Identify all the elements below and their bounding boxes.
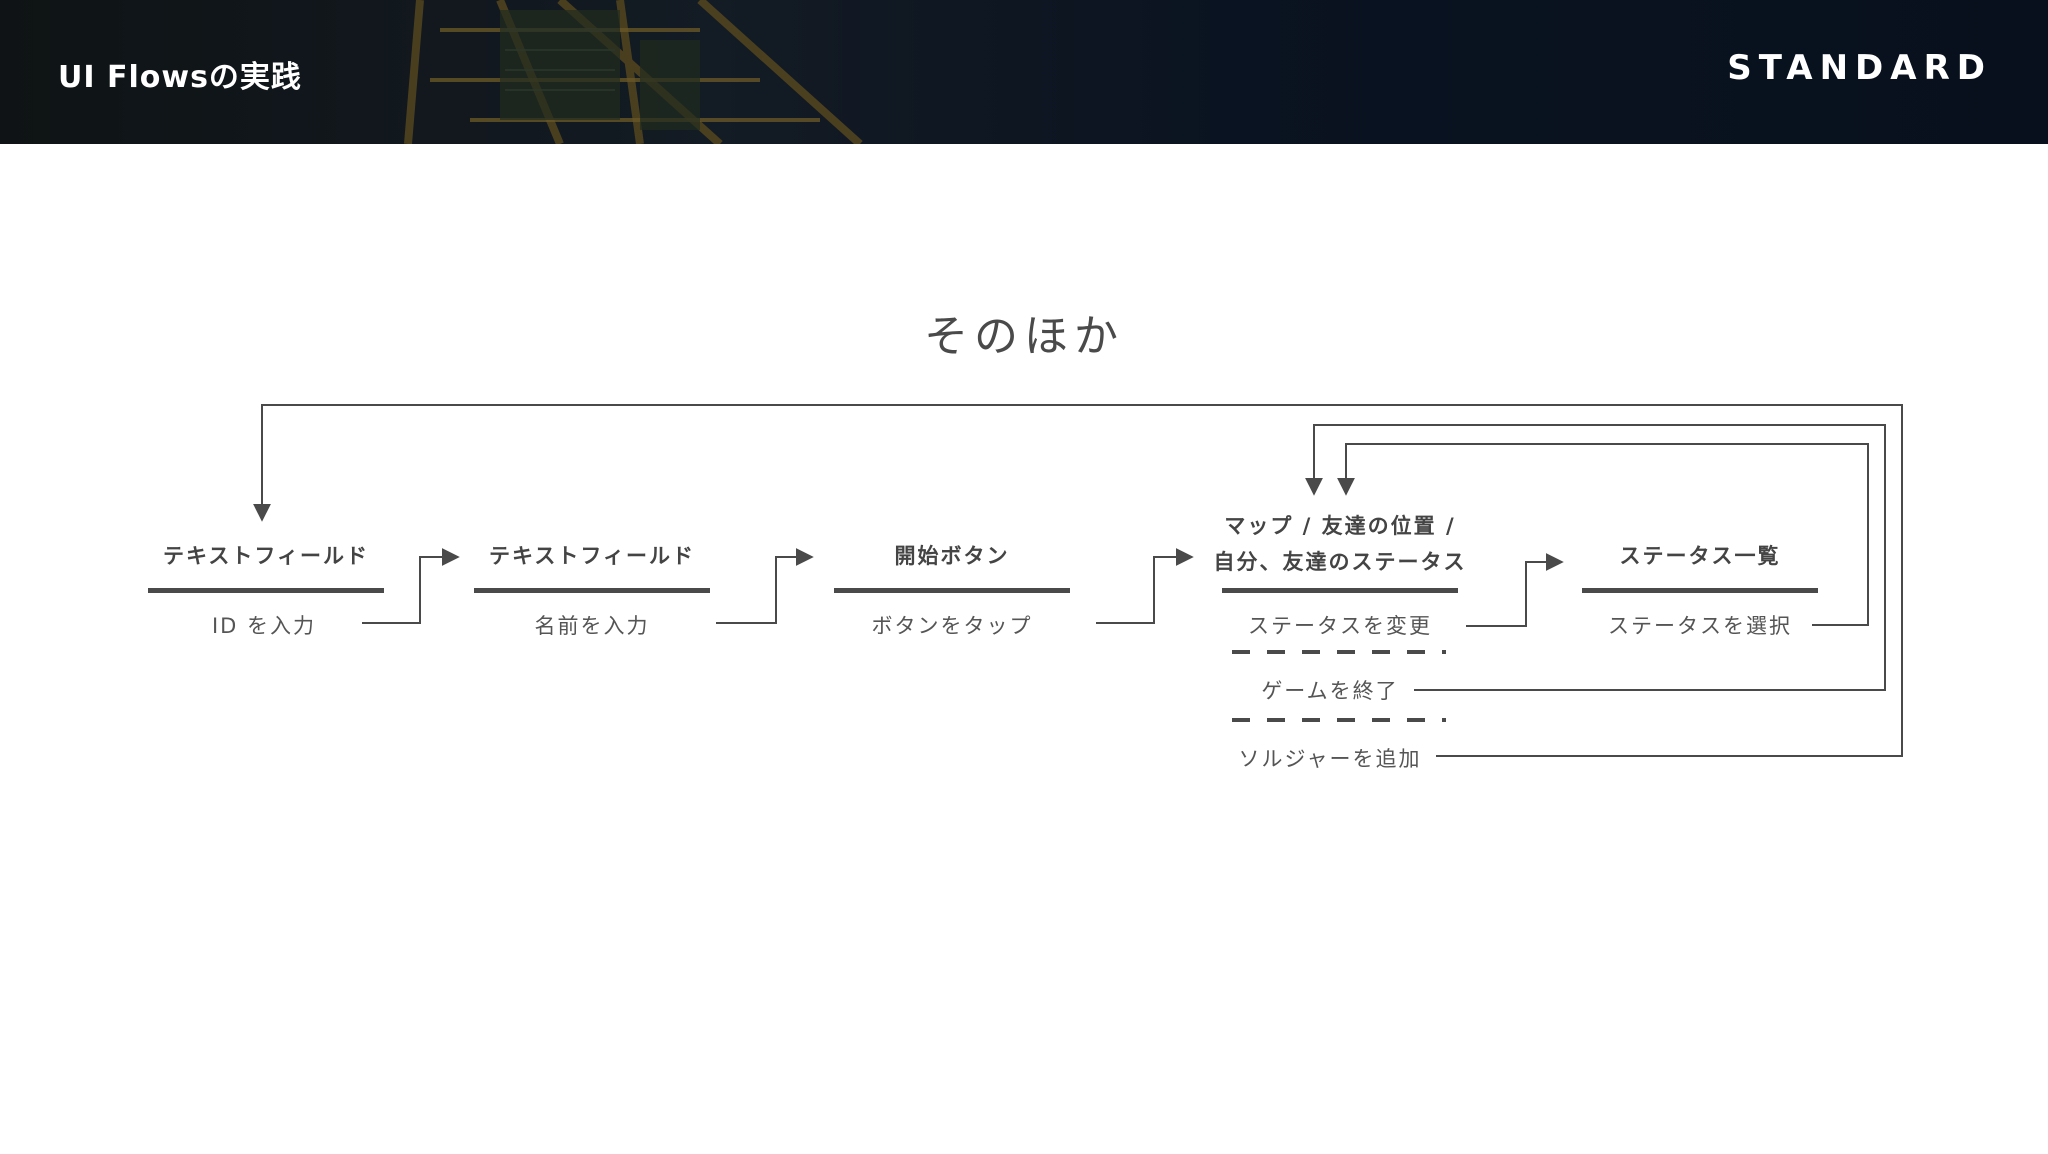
node-divider [474, 588, 710, 593]
node-divider [1222, 588, 1458, 593]
node-text-field-id-title: テキストフィールド [163, 544, 369, 568]
connector-1-to-2 [362, 548, 460, 624]
brand-logo: STANDARD [1727, 48, 1992, 88]
node-divider [1582, 588, 1818, 593]
loop-select-status [1337, 443, 1869, 626]
node-divider [834, 588, 1070, 593]
action-tap-button: ボタンをタップ [871, 614, 1033, 638]
loop-end-game [1305, 424, 1886, 691]
node-map-title-line-1: マップ / 友達の位置 / [1224, 514, 1456, 538]
connector-3-to-4 [1096, 548, 1194, 624]
action-select-status: ステータスを選択 [1608, 614, 1792, 638]
presentation-title: UI Flowsの実践 [58, 60, 302, 95]
connector-4-to-5 [1466, 553, 1564, 627]
action-enter-id: ID を入力 [211, 614, 317, 638]
loop-add-soldier [253, 404, 1903, 757]
action-end-game: ゲームを終了 [1261, 679, 1399, 703]
node-text-field-name-title: テキストフィールド [489, 544, 695, 568]
node-start-button-title: 開始ボタン [894, 544, 1010, 568]
node-divider [148, 588, 384, 593]
node-status-list-title: ステータス一覧 [1619, 544, 1781, 568]
header-background-photo [0, 0, 2048, 144]
connector-2-to-3 [716, 548, 814, 624]
action-add-soldier: ソルジャーを追加 [1238, 747, 1422, 771]
node-map-title-line-2: 自分、友達のステータス [1213, 550, 1467, 574]
slide-heading: そのほか [924, 311, 1124, 362]
action-change-status: ステータスを変更 [1248, 614, 1432, 638]
action-enter-name: 名前を入力 [534, 614, 650, 638]
header-banner: UI Flowsの実践 STANDARD [0, 0, 2048, 144]
